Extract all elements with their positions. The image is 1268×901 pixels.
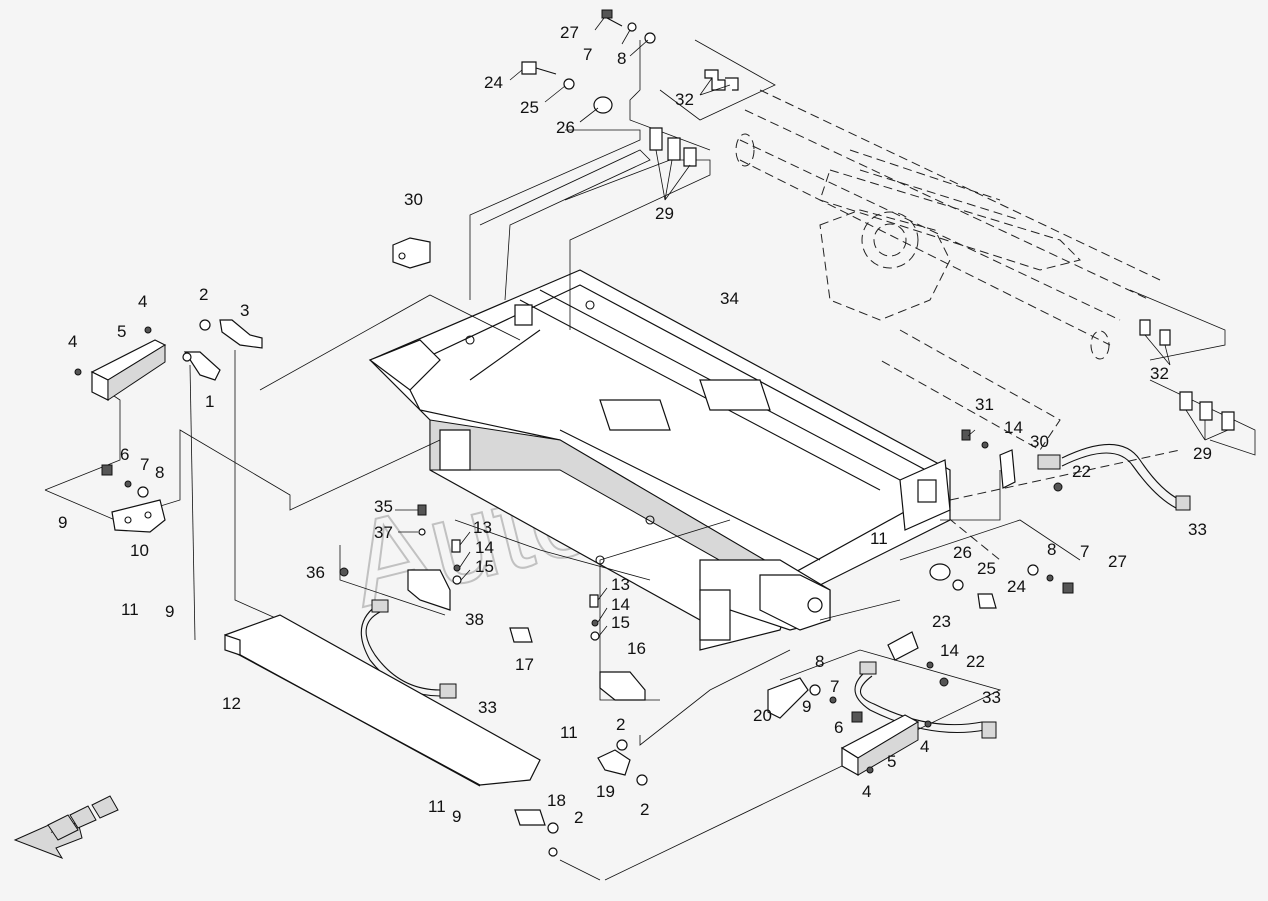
callout-30: 30 xyxy=(1030,432,1049,451)
callout-24: 24 xyxy=(484,73,503,92)
callout-2: 2 xyxy=(640,800,649,819)
callout-14: 14 xyxy=(940,641,959,660)
callout-11: 11 xyxy=(870,529,888,548)
callout-1: 1 xyxy=(205,392,214,411)
callout-29: 29 xyxy=(1193,444,1212,463)
callout-16: 16 xyxy=(627,639,646,658)
callout-9: 9 xyxy=(58,513,67,532)
callout-26: 26 xyxy=(953,543,972,562)
callout-7: 7 xyxy=(1080,542,1089,561)
hardware xyxy=(74,9,1235,857)
callout-19: 19 xyxy=(596,782,615,801)
callout-27: 27 xyxy=(560,23,579,42)
callout-13: 13 xyxy=(611,575,630,594)
callout-30: 30 xyxy=(404,190,423,209)
callout-8: 8 xyxy=(617,49,626,68)
callout-6: 6 xyxy=(834,718,843,737)
callout-22: 22 xyxy=(966,652,985,671)
callout-14: 14 xyxy=(475,538,494,557)
callout-leaders xyxy=(395,17,1229,637)
callout-15: 15 xyxy=(475,557,494,576)
main-frame xyxy=(368,269,951,651)
callout-2: 2 xyxy=(199,285,208,304)
callout-2: 2 xyxy=(616,715,625,734)
callout-31: 31 xyxy=(975,395,994,414)
callout-2: 2 xyxy=(574,808,583,827)
callout-32: 32 xyxy=(1150,364,1169,383)
callout-11: 11 xyxy=(121,600,139,619)
callout-13: 13 xyxy=(473,518,492,537)
callout-9: 9 xyxy=(165,602,174,621)
callout-labels: 1 2 2 2 2 3 4 4 4 4 5 5 6 6 7 7 7 7 8 8 … xyxy=(58,23,1212,827)
callout-35: 35 xyxy=(374,497,393,516)
callout-37: 37 xyxy=(374,523,393,542)
callout-33: 33 xyxy=(478,698,497,717)
callout-18: 18 xyxy=(547,791,566,810)
callout-11: 11 xyxy=(560,723,578,742)
callout-36: 36 xyxy=(306,563,325,582)
callout-25: 25 xyxy=(520,98,539,117)
callout-27: 27 xyxy=(1108,552,1127,571)
callout-9: 9 xyxy=(802,697,811,716)
callout-34: 34 xyxy=(720,289,739,308)
callout-25: 25 xyxy=(977,559,996,578)
callout-12: 12 xyxy=(222,694,241,713)
callout-20: 20 xyxy=(753,706,772,725)
callout-14: 14 xyxy=(611,595,630,614)
callout-5: 5 xyxy=(887,752,896,771)
callout-5: 5 xyxy=(117,322,126,341)
callout-26: 26 xyxy=(556,118,575,137)
callout-3: 3 xyxy=(240,301,249,320)
callout-14: 14 xyxy=(1004,418,1023,437)
callout-22: 22 xyxy=(1072,462,1091,481)
callout-8: 8 xyxy=(1047,540,1056,559)
callout-15: 15 xyxy=(611,613,630,632)
callout-7: 7 xyxy=(140,455,149,474)
callout-7: 7 xyxy=(583,45,592,64)
callout-9: 9 xyxy=(452,807,461,826)
callout-10: 10 xyxy=(130,541,149,560)
callout-24: 24 xyxy=(1007,577,1026,596)
callout-32: 32 xyxy=(675,90,694,109)
callout-33: 33 xyxy=(982,688,1001,707)
callout-38: 38 xyxy=(465,610,484,629)
callout-11: 11 xyxy=(428,797,446,816)
callout-29: 29 xyxy=(655,204,674,223)
callout-8: 8 xyxy=(815,652,824,671)
callout-17: 17 xyxy=(515,655,534,674)
callout-4: 4 xyxy=(862,782,871,801)
direction-arrow-icon xyxy=(13,795,119,859)
callout-6: 6 xyxy=(120,445,129,464)
callout-4: 4 xyxy=(138,292,147,311)
callout-23: 23 xyxy=(932,612,951,631)
callout-7: 7 xyxy=(830,677,839,696)
leader-lines xyxy=(44,39,1256,881)
callout-4: 4 xyxy=(920,737,929,756)
callout-8: 8 xyxy=(155,463,164,482)
callout-33: 33 xyxy=(1188,520,1207,539)
callout-4: 4 xyxy=(68,332,77,351)
